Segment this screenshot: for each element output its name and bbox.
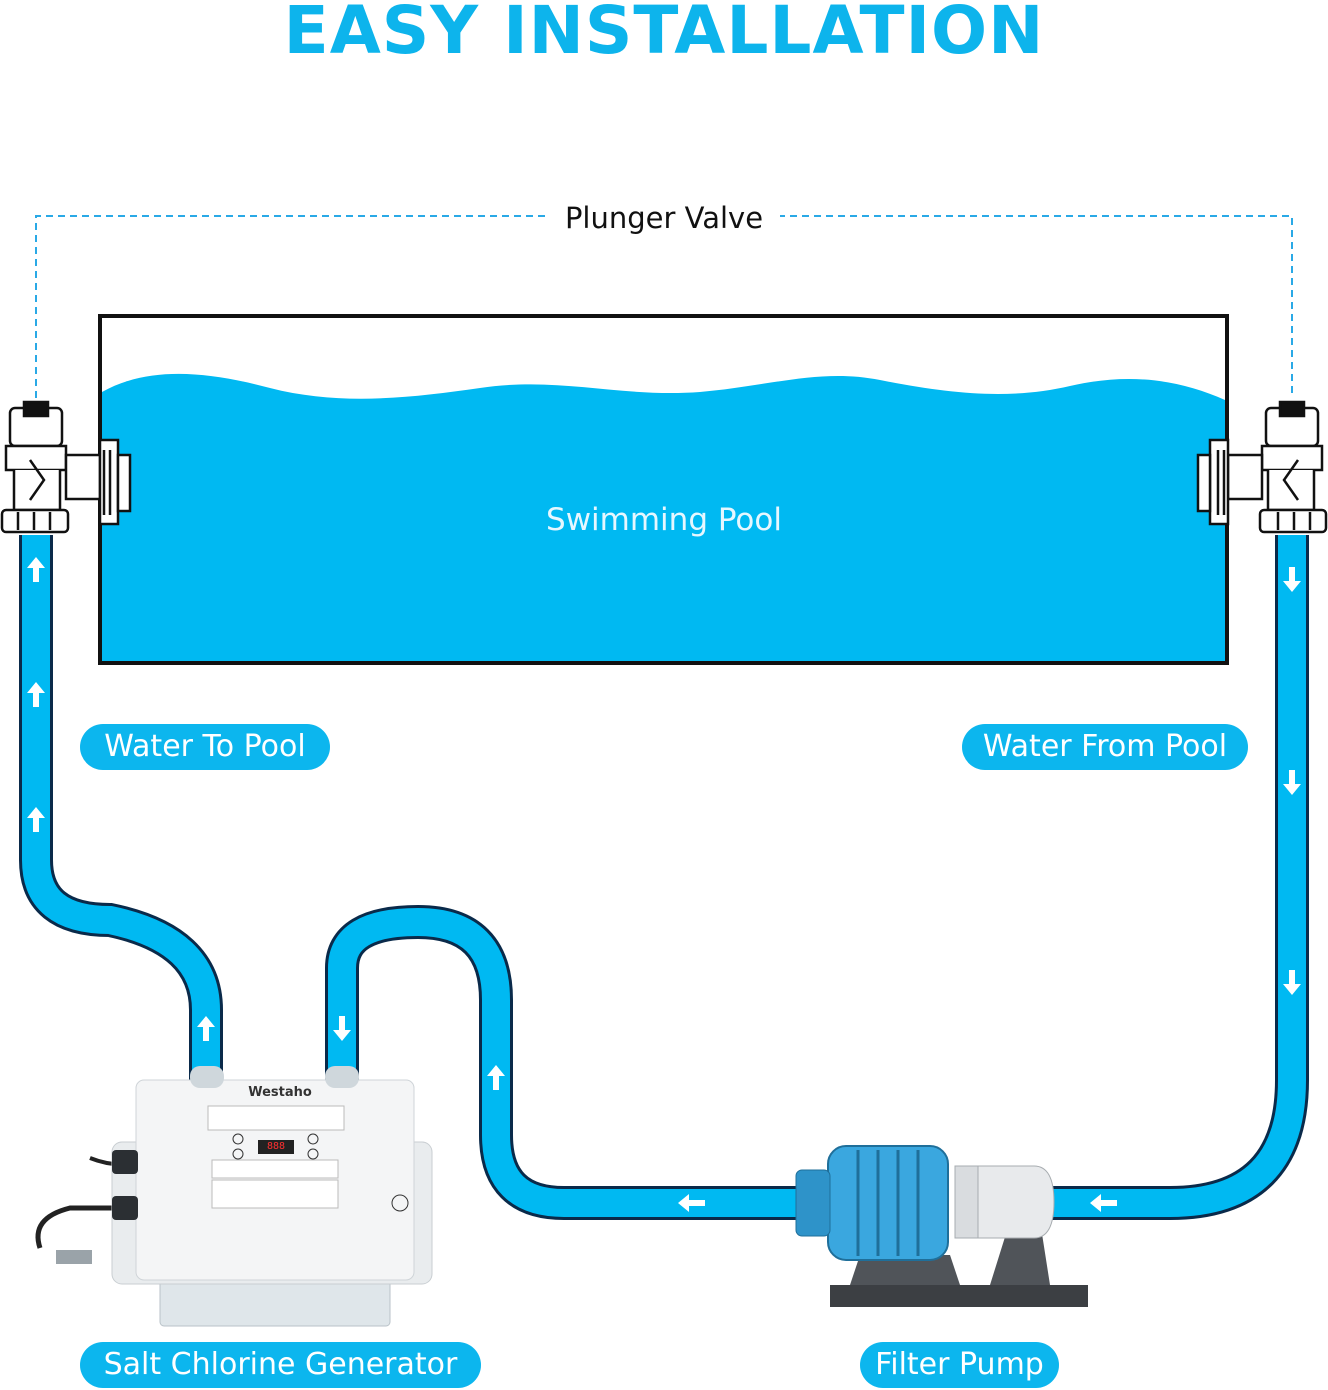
filter-pump-label: Filter Pump bbox=[860, 1342, 1059, 1388]
arrow-up-icon bbox=[197, 1016, 215, 1041]
arrow-down-icon bbox=[1283, 970, 1301, 995]
arrow-left-icon bbox=[1090, 1194, 1117, 1212]
flow-arrows bbox=[27, 557, 1301, 1212]
swimming-pool-label: Swimming Pool bbox=[546, 502, 782, 538]
water-to-pool-label: Water To Pool bbox=[80, 724, 330, 770]
device-brand-logo: Westaho bbox=[248, 1085, 312, 1100]
plunger-valve-label: Plunger Valve bbox=[548, 198, 780, 238]
arrow-down-icon bbox=[1283, 770, 1301, 795]
water-from-pool-label: Water From Pool bbox=[962, 724, 1248, 770]
swimming-pool bbox=[98, 314, 1229, 665]
arrow-up-icon bbox=[27, 557, 45, 582]
arrow-up-icon bbox=[27, 682, 45, 707]
salt-chlorine-generator-label: Salt Chlorine Generator bbox=[80, 1342, 481, 1388]
pipes bbox=[19, 535, 1309, 1220]
salt-chlorine-generator-device bbox=[35, 1066, 433, 1327]
arrow-down-icon bbox=[333, 1016, 351, 1041]
arrow-down-icon bbox=[1283, 567, 1301, 592]
arrow-up-icon bbox=[27, 807, 45, 832]
arrow-left-icon bbox=[678, 1194, 705, 1212]
arrow-up-icon bbox=[487, 1065, 505, 1090]
filter-pump-device bbox=[795, 1145, 1088, 1307]
device-display: 888 bbox=[258, 1140, 294, 1154]
plunger-valve-left bbox=[0, 400, 132, 534]
plunger-valve-right bbox=[1196, 400, 1328, 534]
headline: EASY INSTALLATION bbox=[283, 0, 1045, 69]
pool-water bbox=[102, 373, 1225, 661]
